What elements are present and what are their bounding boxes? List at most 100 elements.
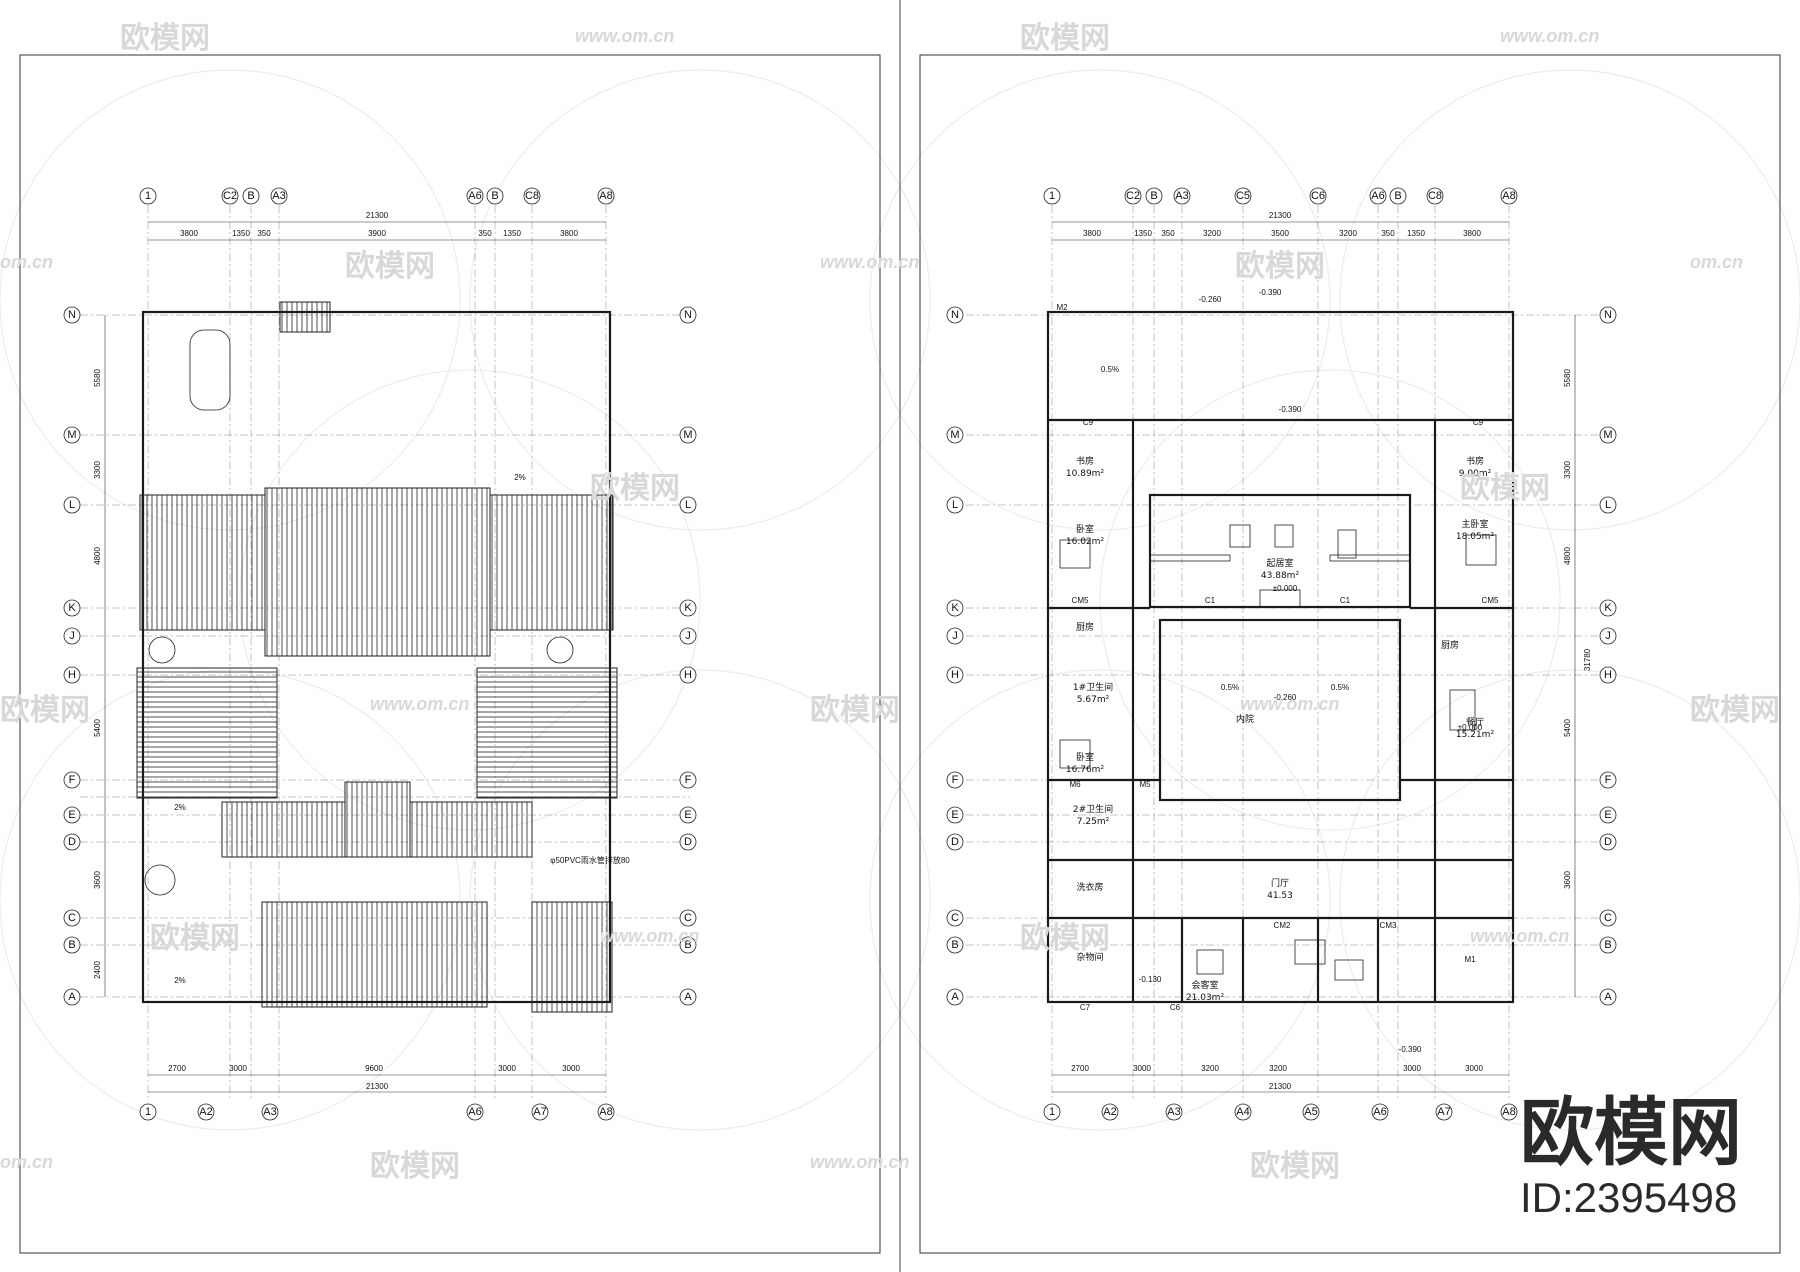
svg-text:3000: 3000 <box>562 1064 580 1073</box>
roof-hatch-gate <box>531 901 613 1013</box>
svg-text:F: F <box>69 774 76 786</box>
code-cm5: CM5 <box>1072 596 1089 605</box>
svg-text:欧模网: 欧模网 <box>1460 471 1550 506</box>
roof-column-bubbles-bottom: 1 A2 A3 A6 A7 A8 <box>139 1103 615 1121</box>
svg-text:A3: A3 <box>1167 1106 1180 1118</box>
svg-text:3200: 3200 <box>1203 229 1221 238</box>
svg-text:2700: 2700 <box>168 1064 186 1073</box>
svg-text:欧模网: 欧模网 <box>590 471 680 506</box>
svg-text:350: 350 <box>1161 229 1175 238</box>
svg-text:K: K <box>684 602 692 614</box>
courtyard-block <box>1158 618 1402 802</box>
svg-text:A8: A8 <box>599 190 612 202</box>
svg-text:5580: 5580 <box>93 369 102 387</box>
sofa-icon <box>1294 939 1326 965</box>
svg-text:A5: A5 <box>1304 1106 1317 1118</box>
svg-text:欧模网: 欧模网 <box>1250 1149 1340 1184</box>
svg-text:欧模网: 欧模网 <box>810 693 900 728</box>
code-cm3: CM3 <box>1380 921 1397 930</box>
svg-text:D: D <box>684 836 692 848</box>
svg-text:C8: C8 <box>525 190 539 202</box>
svg-text:欧模网: 欧模网 <box>345 249 435 284</box>
svg-text:C: C <box>684 912 692 924</box>
floor-column-bubbles-bottom: 1 A2 A3 A4 A5 A6 A7 A8 <box>1043 1103 1518 1121</box>
svg-text:M: M <box>1603 429 1612 441</box>
svg-text:www.om.cn: www.om.cn <box>1470 926 1569 946</box>
svg-text:1: 1 <box>145 1106 151 1118</box>
room-dining-area: 15.21m² <box>1456 730 1495 740</box>
slope: 0.5% <box>1331 683 1349 692</box>
svg-text:5580: 5580 <box>1563 369 1572 387</box>
svg-text:3300: 3300 <box>1563 461 1572 479</box>
elevation-minus-390-bottom: -0.390 <box>1399 1045 1422 1054</box>
svg-text:J: J <box>69 630 75 642</box>
svg-text:B: B <box>1394 190 1401 202</box>
room-laundry: 洗衣房 <box>1076 881 1103 893</box>
svg-text:350: 350 <box>1381 229 1395 238</box>
floor-grid-verticals <box>1051 205 1510 1100</box>
svg-text:M: M <box>67 429 76 441</box>
roof-hatch-center <box>344 781 411 858</box>
svg-text:L: L <box>69 499 75 511</box>
room-kitchen-east: 厨房 <box>1441 639 1459 651</box>
tree-icon <box>144 864 176 896</box>
svg-text:www.om.cn: www.om.cn <box>370 694 469 714</box>
code-cm2: CM2 <box>1274 921 1291 930</box>
room-guest-area: 21.03m² <box>1186 993 1225 1003</box>
room-gate-area: 41.53 <box>1267 891 1293 901</box>
roof-hatch-east <box>476 667 618 799</box>
elevation-minus-390-top: -0.390 <box>1259 288 1282 297</box>
svg-text:3800: 3800 <box>1463 229 1481 238</box>
svg-text:A3: A3 <box>272 190 285 202</box>
svg-text:J: J <box>952 630 958 642</box>
brand-logo-text: 欧模网 <box>1520 1090 1742 1176</box>
svg-text:3600: 3600 <box>1563 871 1572 889</box>
svg-text:欧模网: 欧模网 <box>370 1149 460 1184</box>
floor-plan: 起居室 43.88m² 餐厅 15.21m² 主卧室 18.05m² 卧室 16… <box>946 187 1617 1121</box>
svg-text:K: K <box>68 602 76 614</box>
svg-text:om.cn: om.cn <box>0 1152 53 1172</box>
svg-text:A2: A2 <box>1103 1106 1116 1118</box>
code-cm5: CM5 <box>1482 596 1499 605</box>
slope-label: 2% <box>174 976 186 985</box>
bed-icon <box>1196 949 1224 975</box>
svg-text:3900: 3900 <box>368 229 386 238</box>
svg-text:3000: 3000 <box>1465 1064 1483 1073</box>
room-courtyard: 内院 <box>1236 713 1254 725</box>
svg-text:C2: C2 <box>223 190 237 202</box>
svg-text:B: B <box>951 939 958 951</box>
svg-text:A7: A7 <box>1437 1106 1450 1118</box>
svg-text:F: F <box>1605 774 1612 786</box>
svg-text:E: E <box>951 809 958 821</box>
sofa-icon <box>1334 959 1364 981</box>
code-m5: M5 <box>1139 780 1151 789</box>
svg-text:A6: A6 <box>468 1106 481 1118</box>
elevation-minus-260-top: -0.260 <box>1199 295 1222 304</box>
svg-text:31780: 31780 <box>1583 648 1592 671</box>
room-bath1: 1#卫生间 <box>1073 681 1113 693</box>
svg-text:B: B <box>68 939 75 951</box>
room-master-area: 18.05m² <box>1456 532 1495 542</box>
roof-plan: φ50PVC雨水管排放80 2% 2% 2% 21300 3800 1350 3… <box>63 187 697 1121</box>
room-bath2: 2#卫生间 <box>1073 803 1113 815</box>
elevation-minus-130: -0.130 <box>1139 975 1162 984</box>
right-sheet-frame <box>919 54 1781 1254</box>
svg-text:3500: 3500 <box>1271 229 1289 238</box>
svg-text:L: L <box>952 499 958 511</box>
svg-text:H: H <box>1604 669 1612 681</box>
bed-icon <box>1059 739 1091 769</box>
svg-text:3200: 3200 <box>1269 1064 1287 1073</box>
svg-text:A: A <box>684 991 692 1003</box>
svg-text:H: H <box>68 669 76 681</box>
overall-dim-top: 21300 <box>366 211 389 220</box>
elevation-zero: ±0.000 <box>1273 584 1298 593</box>
svg-text:N: N <box>68 309 76 321</box>
svg-text:3000: 3000 <box>498 1064 516 1073</box>
room-kitchen: 厨房 <box>1076 621 1094 633</box>
svg-text:2700: 2700 <box>1071 1064 1089 1073</box>
svg-text:1350: 1350 <box>1134 229 1152 238</box>
svg-text:3000: 3000 <box>1133 1064 1151 1073</box>
roof-hatch-se-link <box>409 801 533 858</box>
svg-text:om.cn: om.cn <box>0 252 53 272</box>
left-sheet-frame <box>19 54 881 1254</box>
